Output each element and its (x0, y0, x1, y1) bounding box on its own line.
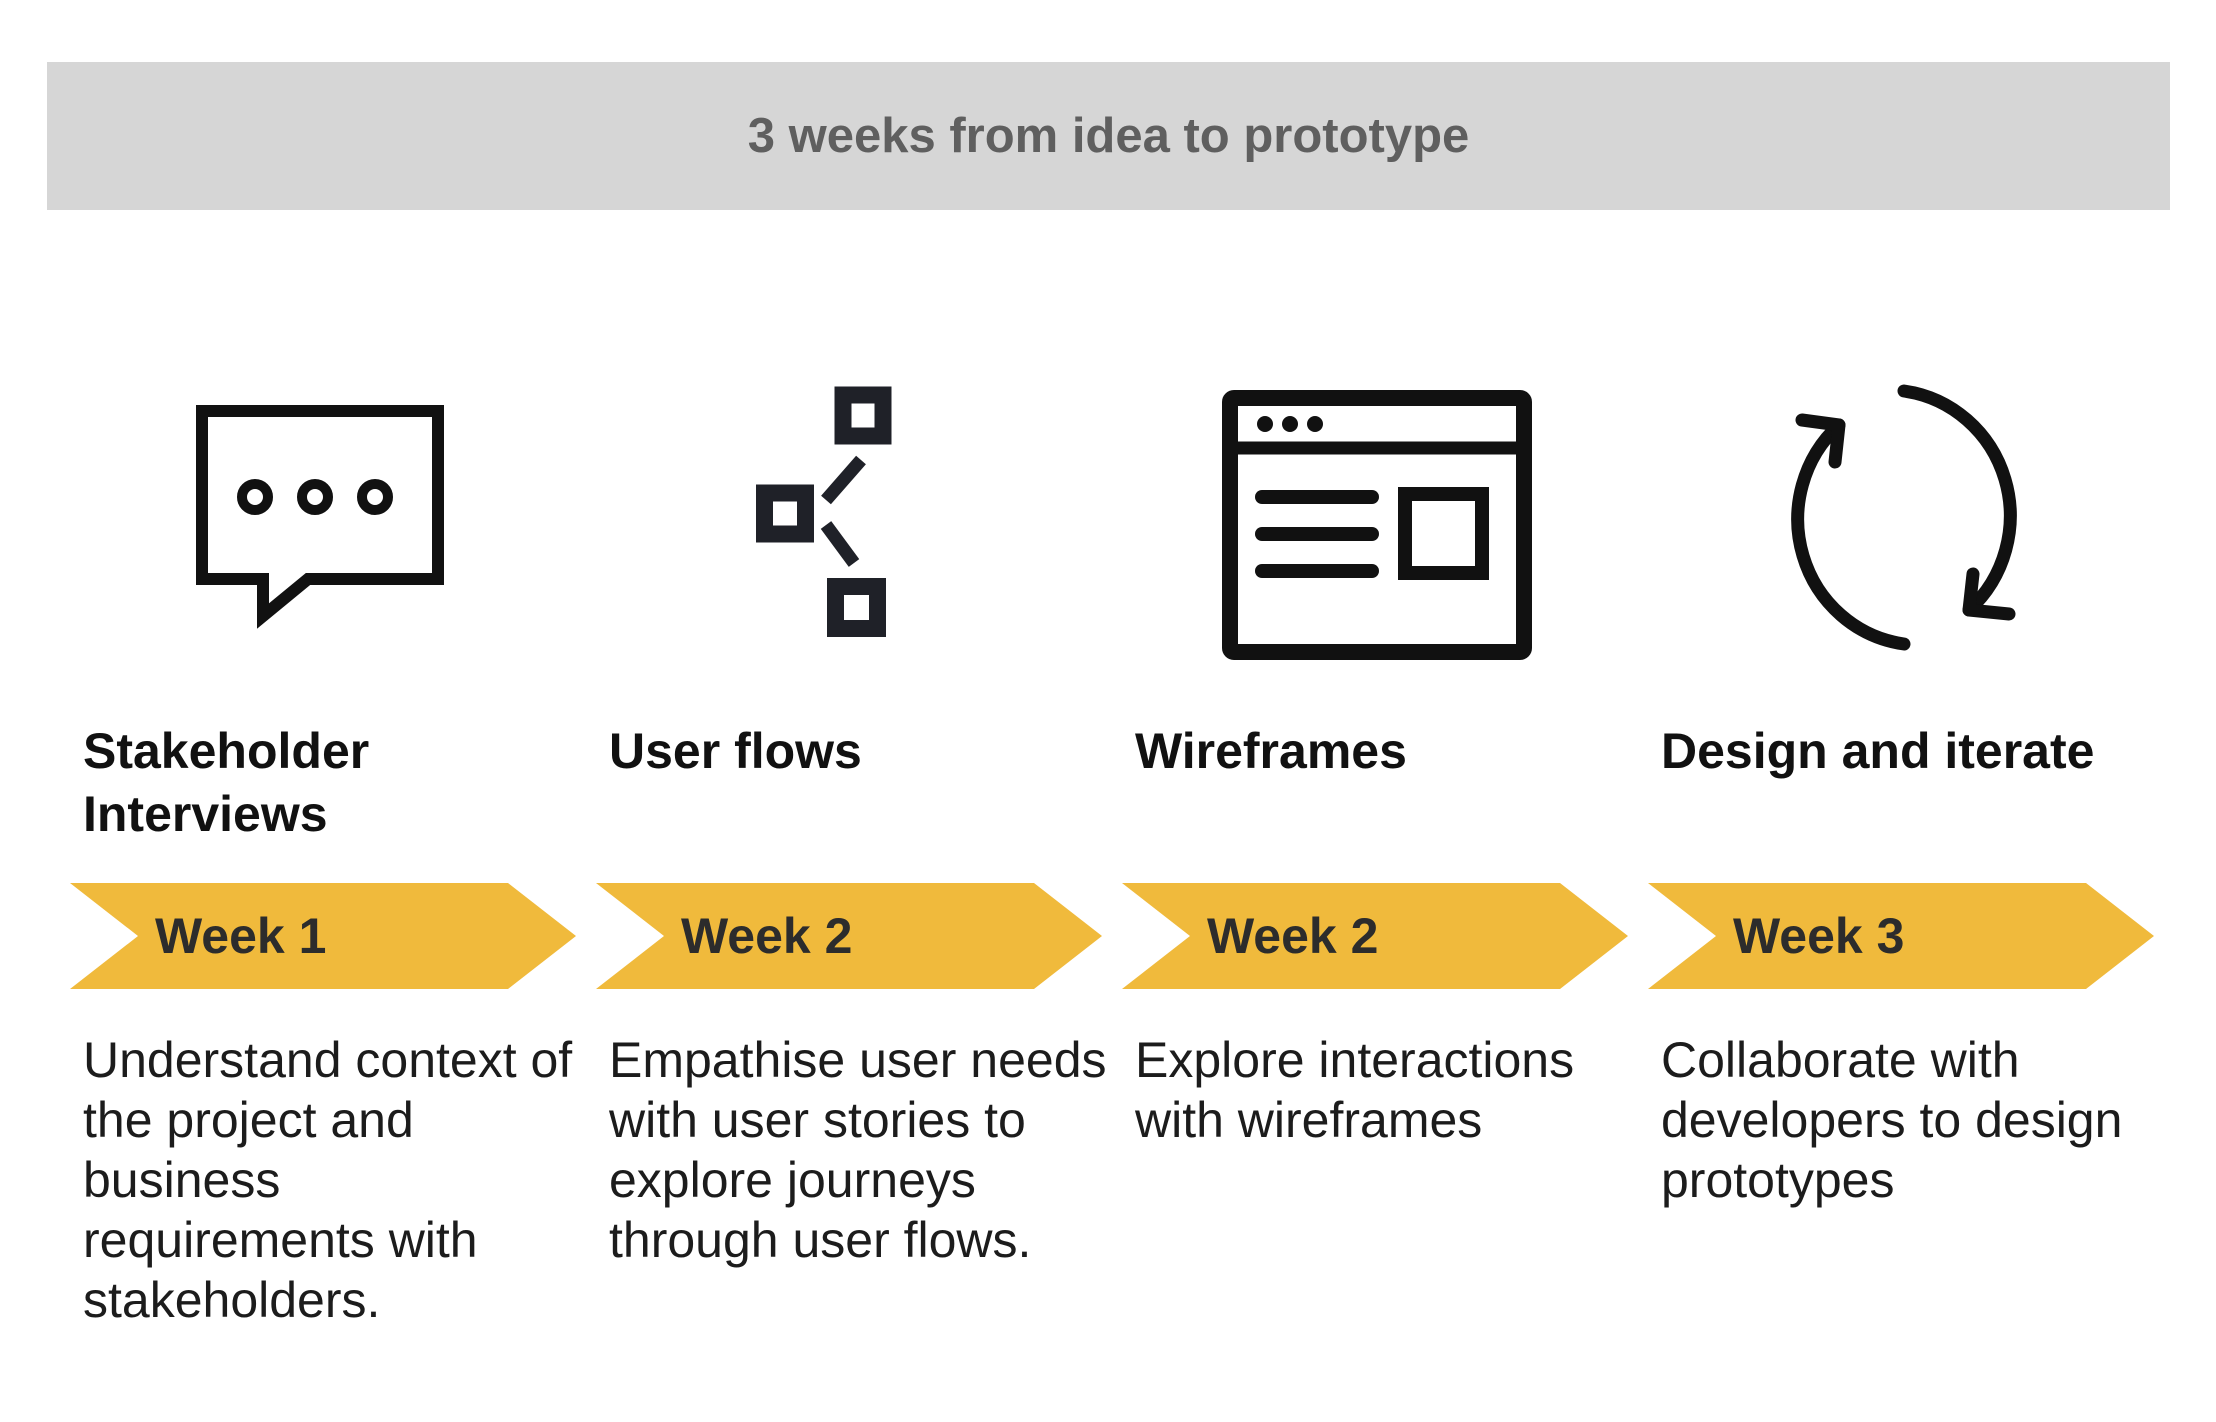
header-banner: 3 weeks from idea to prototype (47, 62, 2170, 210)
step-title: Wireframes (1135, 723, 1407, 779)
week-chevron: Week 1 (70, 883, 576, 989)
week-chevron: Week 2 (596, 883, 1102, 989)
step-user-flows: User flows Week 2 Empathise user needs w… (596, 380, 1116, 1400)
page-title: 3 weeks from idea to prototype (747, 109, 1470, 163)
user-flow-icon (756, 380, 956, 660)
step-stakeholder-interviews: Stakeholder Interviews Week 1 Understand… (70, 380, 590, 1400)
step-title: Stakeholder Interviews (83, 723, 370, 842)
week-chevron: Week 2 (1122, 883, 1628, 989)
week-label: Week 2 (1207, 908, 1379, 964)
iterate-cycle-icon (1764, 380, 2054, 660)
step-description: Explore interactions with wireframes (1135, 1032, 1575, 1148)
step-description: Understand context of the project and bu… (83, 1032, 573, 1328)
step-title: User flows (609, 723, 862, 779)
wireframe-icon (1222, 380, 1542, 660)
week-label: Week 1 (155, 908, 327, 964)
step-wireframes: Wireframes Week 2 Explore interactions w… (1122, 380, 1642, 1400)
step-description: Collaborate with developers to design pr… (1661, 1032, 2123, 1208)
step-description: Empathise user needs with user stories t… (609, 1032, 1107, 1268)
step-design-and-iterate: Design and iterate Week 3 Collaborate wi… (1648, 380, 2168, 1400)
week-label: Week 2 (681, 908, 853, 964)
week-chevron: Week 3 (1648, 883, 2154, 989)
week-label: Week 3 (1733, 908, 1905, 964)
speech-bubble-icon (195, 380, 455, 660)
step-title: Design and iterate (1661, 723, 2095, 779)
